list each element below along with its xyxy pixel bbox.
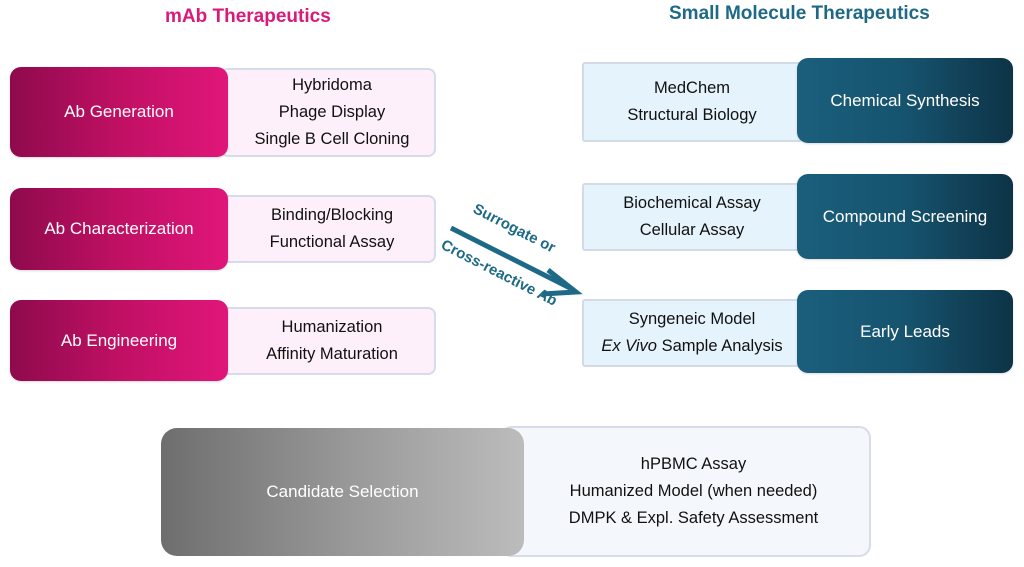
small-molecule-therapeutics-title: Small Molecule Therapeutics	[669, 3, 930, 24]
arrow-right-down-icon: Surrogate or Cross-reactive Ab	[438, 200, 583, 310]
method-item: hPBMC Assay	[640, 455, 747, 473]
method-item: Affinity Maturation	[266, 345, 398, 363]
methods-chemical-synthesis: MedChem Structural Biology	[582, 62, 802, 142]
stage-label: Compound Screening	[822, 206, 988, 226]
methods-compound-screening: Biochemical Assay Cellular Assay	[582, 183, 802, 251]
stage-label: Ab Characterization	[44, 219, 194, 238]
methods-ab-characterization: Binding/Blocking Functional Assay	[220, 195, 436, 263]
stage-compound-screening: Compound Screening	[797, 174, 1013, 259]
method-italic-part: Ex Vivo	[601, 337, 657, 355]
method-rest-part: Sample Analysis	[656, 337, 783, 355]
stage-ab-generation: Ab Generation	[10, 67, 228, 157]
method-item: Single B Cell Cloning	[254, 130, 410, 148]
method-item: DMPK & Expl. Safety Assessment	[568, 509, 819, 527]
stage-label: Candidate Selection	[266, 482, 419, 501]
method-item: Ex Vivo Sample Analysis	[601, 333, 782, 360]
methods-ab-generation: Hybridoma Phage Display Single B Cell Cl…	[220, 68, 436, 157]
arrow-head	[541, 268, 583, 297]
methods-candidate-selection: hPBMC Assay Humanized Model (when needed…	[500, 426, 871, 557]
stage-label: Early Leads	[860, 321, 950, 341]
arrow-shaft	[449, 225, 572, 291]
method-item: Humanization	[281, 318, 383, 336]
surrogate-connector: Surrogate or Cross-reactive Ab	[430, 190, 600, 330]
method-item: Biochemical Assay	[623, 194, 761, 212]
method-item: Binding/Blocking	[271, 206, 393, 224]
method-item: Hybridoma	[292, 76, 372, 94]
method-item: Humanized Model (when needed)	[569, 482, 818, 500]
connector-label-top: Surrogate or	[470, 200, 558, 256]
methods-ab-engineering: Humanization Affinity Maturation	[220, 307, 436, 375]
stage-ab-characterization: Ab Characterization	[10, 188, 228, 270]
method-item: Structural Biology	[627, 106, 757, 124]
method-item: Syngeneic Model	[628, 310, 756, 328]
method-item: Functional Assay	[269, 233, 395, 251]
stage-early-leads: Early Leads	[797, 290, 1013, 373]
method-item: Phage Display	[278, 103, 386, 121]
mab-therapeutics-title: mAb Therapeutics	[165, 6, 331, 27]
stage-label: Chemical Synthesis	[830, 90, 980, 110]
stage-ab-engineering: Ab Engineering	[10, 300, 228, 381]
stage-candidate-selection: Candidate Selection	[161, 428, 524, 556]
method-item: MedChem	[653, 79, 731, 97]
stage-label: Ab Generation	[64, 102, 174, 121]
method-item: Cellular Assay	[639, 221, 745, 239]
stage-label: Ab Engineering	[60, 330, 178, 350]
stage-chemical-synthesis: Chemical Synthesis	[797, 58, 1013, 143]
methods-early-leads: Syngeneic Model Ex Vivo Sample Analysis	[582, 299, 802, 367]
